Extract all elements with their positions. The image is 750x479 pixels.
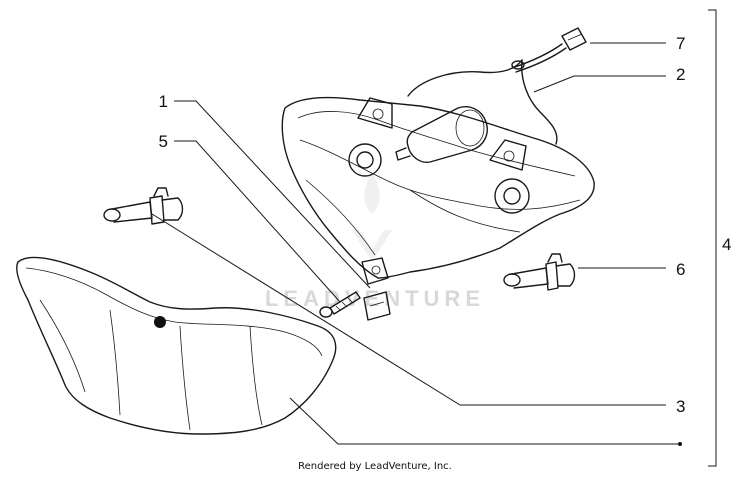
bulb-left	[103, 187, 184, 225]
watermark-text: LEADVENTURE	[265, 286, 485, 311]
callout-5: 5	[159, 132, 168, 151]
clip	[363, 291, 391, 321]
bulb-right	[503, 253, 576, 291]
callout-1: 1	[159, 92, 168, 111]
headlight-housing	[281, 96, 595, 285]
harness-connector	[561, 27, 587, 51]
callout-6: 6	[676, 260, 685, 279]
wiring-harness	[407, 27, 587, 145]
callout-numbers: 1 2 3 4 5 6 7	[159, 34, 732, 416]
callout-3: 3	[676, 397, 685, 416]
watermark-logo	[352, 172, 392, 262]
watermark: LEADVENTURE	[265, 172, 485, 311]
callout-7: 7	[676, 34, 685, 53]
callout-4: 4	[722, 235, 731, 254]
screw	[319, 291, 361, 318]
leader-lines	[151, 9, 717, 467]
headlight-lens	[16, 256, 337, 435]
callout-2: 2	[676, 65, 685, 84]
render-credit: Rendered by LeadVenture, Inc.	[298, 461, 452, 472]
